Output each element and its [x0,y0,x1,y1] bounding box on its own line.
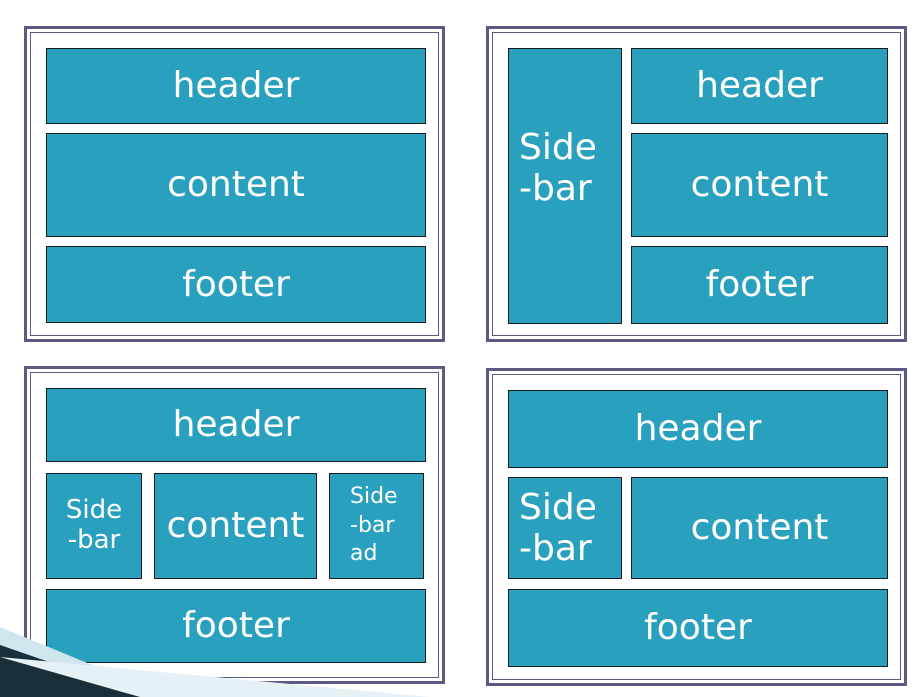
panel-2-content: content [631,133,888,237]
panel-2-sidebar: Side -bar [508,48,622,324]
panel-1-header: header [46,48,426,124]
panel-4-header: header [508,390,888,468]
layout-panel-3: header Side -bar content Side -bar ad fo… [24,366,445,684]
panel-4-footer: footer [508,589,888,667]
panel-3-sidebar-ad: Side -bar ad [329,473,424,579]
layout-panel-1: header content footer [24,26,445,342]
layout-panel-4: header Side -bar content footer [486,368,907,686]
panel-3-content: content [154,473,317,579]
panel-4-sidebar: Side -bar [508,477,622,579]
panel-3-sidebar: Side -bar [46,473,142,579]
panel-4-content: content [631,477,888,579]
panel-1-footer: footer [46,246,426,323]
panel-3-footer: footer [46,589,426,663]
panel-3-header: header [46,388,426,462]
panel-2-header: header [631,48,888,124]
layout-panel-2: Side -bar header content footer [486,26,907,342]
panel-1-content: content [46,133,426,237]
panel-2-footer: footer [631,246,888,324]
